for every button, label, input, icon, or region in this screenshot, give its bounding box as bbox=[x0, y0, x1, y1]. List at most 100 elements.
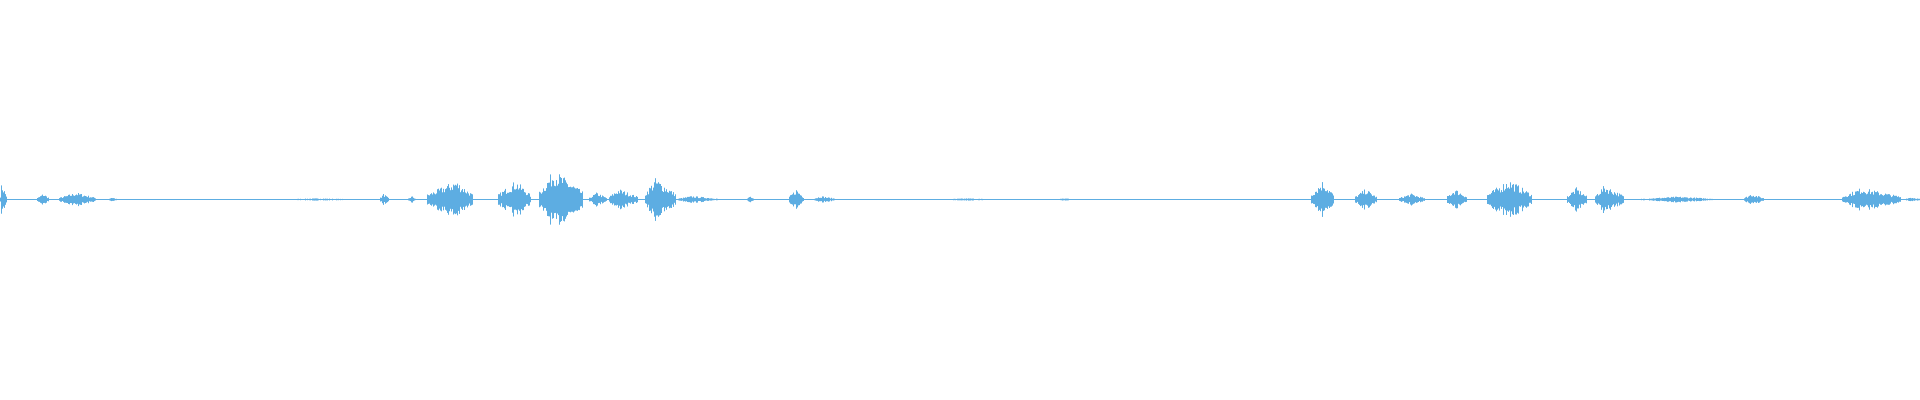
waveform-sample bbox=[1745, 197, 1746, 202]
waveform-sample bbox=[1918, 198, 1919, 201]
waveform-sample bbox=[1698, 198, 1699, 201]
waveform-sample bbox=[823, 196, 824, 203]
waveform-sample bbox=[38, 197, 39, 202]
waveform-sample bbox=[550, 174, 551, 225]
waveform-sample bbox=[1317, 193, 1318, 207]
waveform-sample bbox=[636, 196, 637, 203]
waveform-sample bbox=[70, 195, 71, 203]
waveform-sample bbox=[1649, 198, 1650, 201]
waveform-sample bbox=[77, 195, 78, 204]
waveform-sample bbox=[385, 195, 386, 204]
waveform-sample bbox=[521, 189, 522, 210]
waveform-sample bbox=[1617, 192, 1618, 207]
waveform-sample bbox=[706, 198, 707, 201]
waveform-sample bbox=[747, 198, 748, 201]
waveform-sample bbox=[1660, 198, 1661, 201]
waveform-sample bbox=[1753, 195, 1754, 204]
waveform-sample bbox=[1332, 193, 1333, 206]
waveform-sample bbox=[453, 184, 454, 215]
waveform-sample bbox=[960, 198, 961, 201]
waveform-sample bbox=[1581, 195, 1582, 204]
waveform-sample bbox=[512, 186, 513, 213]
waveform-sample bbox=[1510, 182, 1511, 217]
waveform-sample bbox=[1420, 196, 1421, 203]
waveform-sample bbox=[611, 195, 612, 204]
waveform-sample bbox=[1067, 198, 1068, 201]
waveform-sample bbox=[1757, 197, 1758, 202]
waveform-sample bbox=[510, 192, 511, 208]
waveform-sample bbox=[710, 198, 711, 201]
waveform-sample bbox=[621, 190, 622, 209]
waveform-sample bbox=[1910, 197, 1911, 202]
waveform-sample bbox=[458, 188, 459, 211]
waveform-sample bbox=[465, 192, 466, 207]
waveform-sample bbox=[546, 188, 547, 211]
waveform-sample bbox=[300, 198, 301, 201]
waveform-sample bbox=[507, 192, 508, 207]
waveform-sample bbox=[1526, 191, 1527, 208]
waveform-sample bbox=[623, 192, 624, 207]
waveform-sample bbox=[1567, 196, 1568, 203]
waveform-sample bbox=[600, 194, 601, 205]
waveform-sample bbox=[1610, 189, 1611, 210]
waveform-sample bbox=[1574, 193, 1575, 206]
waveform-sample bbox=[95, 198, 96, 201]
waveform-sample bbox=[553, 180, 554, 219]
waveform-sample bbox=[624, 191, 625, 208]
waveform-sample bbox=[626, 194, 627, 205]
waveform-sample bbox=[615, 193, 616, 206]
waveform-sample bbox=[46, 196, 47, 203]
waveform-sample bbox=[1367, 193, 1368, 206]
waveform-sample bbox=[1853, 195, 1854, 204]
waveform-sample bbox=[612, 194, 613, 205]
waveform-sample bbox=[968, 198, 969, 201]
waveform-sample bbox=[825, 197, 826, 202]
waveform-sample bbox=[1663, 198, 1664, 201]
waveform-sample bbox=[569, 187, 570, 212]
waveform-sample bbox=[591, 197, 592, 202]
waveform-sample bbox=[1327, 190, 1328, 209]
waveform-sample bbox=[1573, 191, 1574, 208]
waveform-sample bbox=[410, 198, 411, 202]
waveform-sample bbox=[1449, 195, 1450, 204]
waveform-sample bbox=[566, 182, 567, 217]
waveform-sample bbox=[1701, 198, 1702, 201]
waveform-sample bbox=[1680, 196, 1681, 203]
waveform-sample bbox=[414, 198, 415, 201]
waveform-sample bbox=[438, 188, 439, 211]
waveform-sample bbox=[81, 194, 82, 205]
waveform-sample bbox=[1655, 198, 1656, 201]
waveform-sample bbox=[703, 197, 704, 202]
waveform-sample bbox=[1659, 197, 1660, 202]
waveform-sample bbox=[1711, 198, 1712, 201]
waveform-sample bbox=[37, 198, 38, 201]
waveform-sample bbox=[1360, 192, 1361, 207]
waveform-sample bbox=[468, 193, 469, 206]
waveform-sample bbox=[1499, 188, 1500, 211]
waveform-sample bbox=[1373, 195, 1374, 204]
waveform-sample bbox=[1457, 190, 1458, 209]
waveform-sample bbox=[72, 194, 73, 206]
waveform-sample bbox=[618, 191, 619, 208]
waveform-sample bbox=[298, 198, 299, 201]
waveform-sample bbox=[1608, 193, 1609, 206]
waveform-sample bbox=[431, 193, 432, 206]
waveform-sample bbox=[1495, 189, 1496, 210]
waveform-sample bbox=[428, 195, 429, 204]
waveform-sample bbox=[1416, 196, 1417, 203]
waveform-sample bbox=[1496, 187, 1497, 212]
waveform-sample bbox=[1466, 197, 1467, 202]
waveform-sample bbox=[1375, 197, 1376, 202]
waveform-sample bbox=[540, 192, 541, 207]
waveform-sample bbox=[681, 198, 682, 201]
waveform-sample bbox=[1408, 195, 1409, 204]
waveform-sample bbox=[967, 198, 968, 201]
waveform-sample bbox=[1758, 196, 1759, 203]
waveform-sample bbox=[1328, 192, 1329, 207]
waveform-sample bbox=[1454, 194, 1455, 205]
waveform-sample bbox=[570, 186, 571, 213]
waveform-sample bbox=[1693, 197, 1694, 202]
waveform-sample bbox=[565, 180, 566, 219]
waveform-sample bbox=[829, 197, 830, 202]
waveform-sample bbox=[561, 178, 562, 221]
